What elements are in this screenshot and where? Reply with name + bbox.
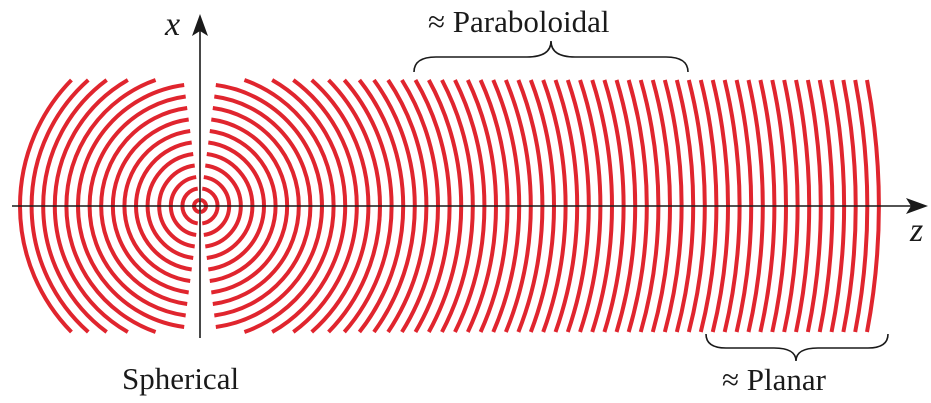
planar-label: ≈ Planar	[722, 362, 826, 397]
axes	[12, 14, 928, 338]
paraboloidal-label: ≈ Paraboloidal	[428, 4, 610, 39]
braces	[413, 40, 889, 362]
x-axis-label: x	[165, 6, 181, 43]
z-axis-label: z	[910, 212, 924, 249]
planar-brace	[705, 333, 889, 362]
spherical-label: Spherical	[122, 361, 240, 396]
x-axis-arrow	[192, 14, 208, 36]
z-axis-arrow	[906, 198, 928, 214]
paraboloidal-brace	[413, 40, 689, 73]
